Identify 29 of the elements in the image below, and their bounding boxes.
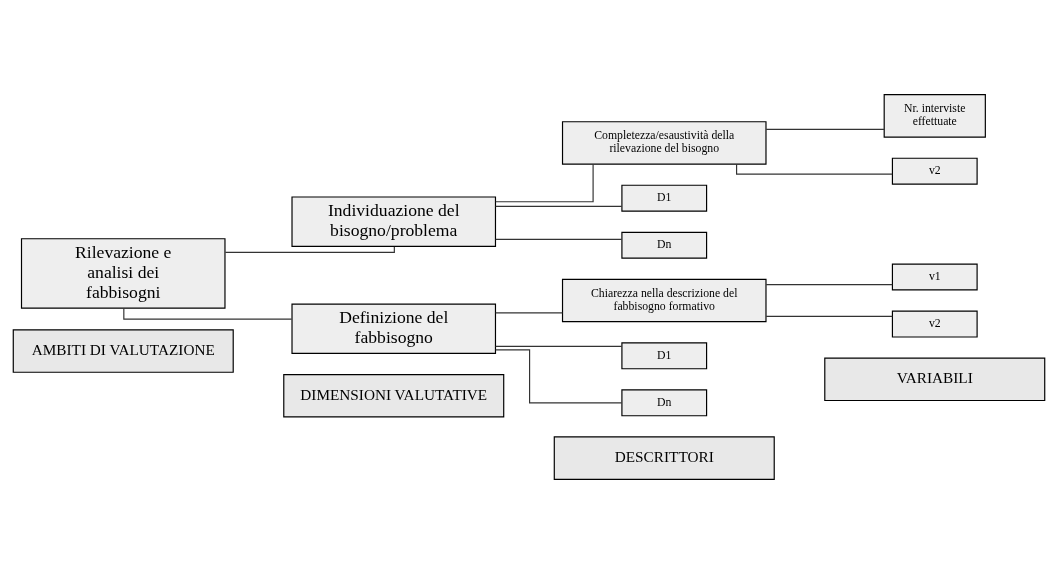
node-box: D1 bbox=[621, 342, 708, 370]
node-box: Individuazione del bisogno/problema bbox=[291, 196, 497, 247]
connector bbox=[765, 128, 885, 130]
connector bbox=[495, 205, 623, 208]
node-box: AMBITI DI VALUTAZIONE bbox=[12, 329, 234, 373]
node-box: v2 bbox=[891, 157, 978, 185]
node-box: v1 bbox=[891, 263, 978, 291]
connector bbox=[765, 284, 893, 286]
connector bbox=[736, 163, 893, 175]
node-box: Nr. interviste effettuate bbox=[883, 94, 986, 138]
node-box: Completezza/esaustività della rilevazione del bisogno bbox=[561, 121, 767, 165]
node-box: Dn bbox=[621, 231, 708, 259]
node-box: DESCRITTORI bbox=[553, 436, 775, 480]
node-box: Dn bbox=[621, 389, 708, 417]
node-box: Rilevazione e analisi dei fabbisogni bbox=[20, 238, 226, 309]
connector bbox=[495, 312, 564, 314]
node-box: D1 bbox=[621, 184, 708, 212]
node-box: v2 bbox=[891, 310, 978, 338]
node-box: Chiarezza nella descrizione del fabbisogno formativo bbox=[561, 278, 767, 323]
connector bbox=[495, 349, 623, 404]
node-box: Definizione del fabbisogno bbox=[291, 303, 497, 355]
connector bbox=[224, 246, 395, 253]
node-box: DIMENSIONI VALUTATIVE bbox=[283, 374, 505, 418]
node-box: VARIABILI bbox=[824, 357, 1046, 402]
connector bbox=[495, 345, 623, 347]
connector bbox=[495, 163, 594, 203]
connector bbox=[495, 238, 623, 240]
connector bbox=[123, 307, 293, 320]
connector bbox=[765, 315, 893, 317]
